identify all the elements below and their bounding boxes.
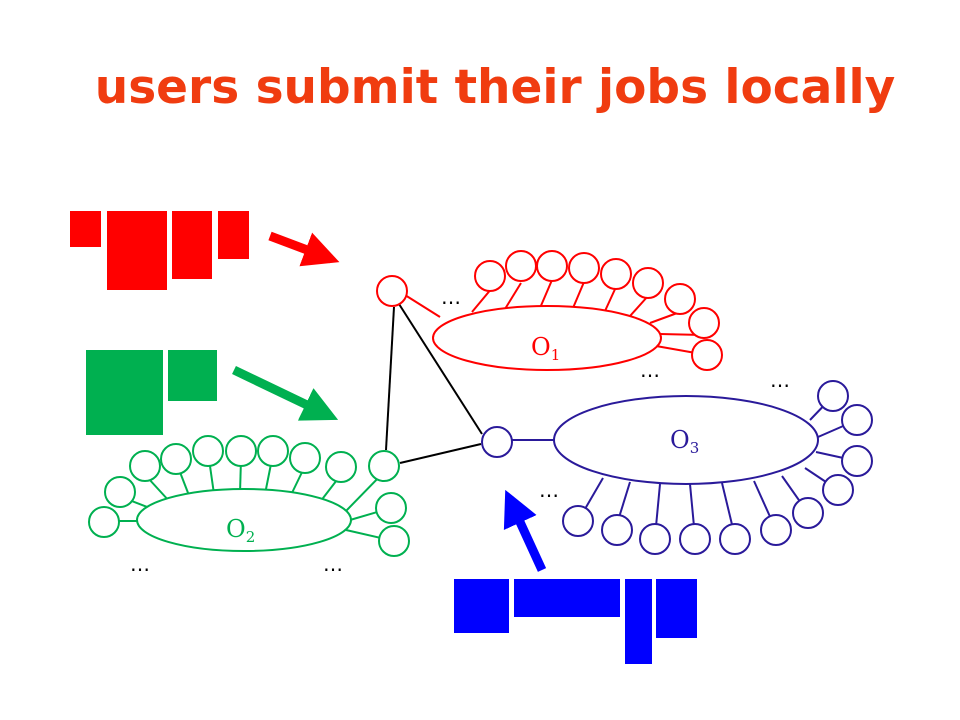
node-o3 — [679, 523, 711, 555]
node-o3 — [841, 445, 873, 477]
blue-job-block — [656, 579, 697, 638]
ellipsis-o3-left: … — [539, 478, 559, 502]
gateway-node-o2 — [368, 450, 400, 482]
node-o2 — [160, 443, 192, 475]
node-o3 — [719, 523, 751, 555]
org-ellipse-o2 — [136, 488, 352, 552]
blue-job-block — [514, 579, 620, 617]
org-label-o3: O3 — [670, 426, 699, 457]
blue-job-block — [625, 579, 652, 664]
blue-submit-arrow — [503, 489, 547, 572]
red-job-block — [107, 211, 167, 290]
node-o2 — [325, 451, 357, 483]
blue-job-block — [454, 579, 509, 633]
node-o2 — [88, 506, 120, 538]
org-ellipse-o3 — [553, 395, 819, 485]
green-job-block — [168, 350, 217, 401]
node-o2 — [225, 435, 257, 467]
node-o2 — [129, 450, 161, 482]
node-o2 — [289, 442, 321, 474]
ellipsis-o3-top: … — [770, 368, 790, 392]
ellipsis-o2-right: … — [323, 552, 343, 576]
organization-o2 — [88, 435, 410, 557]
node-o1 — [600, 258, 632, 290]
inter-links — [385, 303, 483, 464]
node-o2 — [192, 435, 224, 467]
org-label-o1: O1 — [531, 333, 560, 364]
ellipsis-o1-right: … — [640, 358, 660, 382]
node-o1 — [688, 307, 720, 339]
node-o1 — [536, 250, 568, 282]
node-o3 — [639, 523, 671, 555]
slide-title: users submit their jobs locally — [94, 60, 896, 115]
node-o2 — [378, 525, 410, 557]
org-label-o2: O2 — [226, 515, 255, 546]
node-o3 — [841, 404, 873, 436]
gateway-node-o3 — [481, 426, 513, 458]
node-o2 — [104, 476, 136, 508]
node-o3 — [822, 474, 854, 506]
red-job-block — [70, 211, 101, 247]
green-job-blocks — [86, 350, 217, 435]
node-o1 — [474, 260, 506, 292]
node-o3 — [601, 514, 633, 546]
node-o3 — [562, 505, 594, 537]
blue-job-blocks — [454, 579, 697, 664]
node-o1 — [505, 250, 537, 282]
org-ellipse-o1 — [432, 305, 662, 371]
node-o3 — [760, 514, 792, 546]
green-submit-arrow — [232, 365, 339, 421]
node-o2 — [257, 435, 289, 467]
node-o3 — [817, 380, 849, 412]
node-o3 — [792, 497, 824, 529]
organization-o3 — [481, 380, 873, 555]
node-o1 — [691, 339, 723, 371]
node-o1 — [568, 252, 600, 284]
link-o2-o3 — [399, 443, 482, 464]
node-o1 — [664, 283, 696, 315]
gateway-node-o1 — [376, 275, 408, 307]
red-job-blocks — [70, 211, 249, 290]
red-job-block — [172, 211, 212, 279]
node-o2 — [375, 492, 407, 524]
green-job-block — [86, 350, 163, 435]
link-o1-o3 — [398, 303, 483, 435]
red-submit-arrow — [268, 231, 340, 267]
organization-o1 — [376, 250, 723, 371]
node-o1 — [632, 267, 664, 299]
red-job-block — [218, 211, 249, 259]
ellipsis-o1-left: … — [441, 285, 461, 309]
ellipsis-o2-left: … — [130, 552, 150, 576]
link-o1-o2 — [385, 306, 395, 451]
